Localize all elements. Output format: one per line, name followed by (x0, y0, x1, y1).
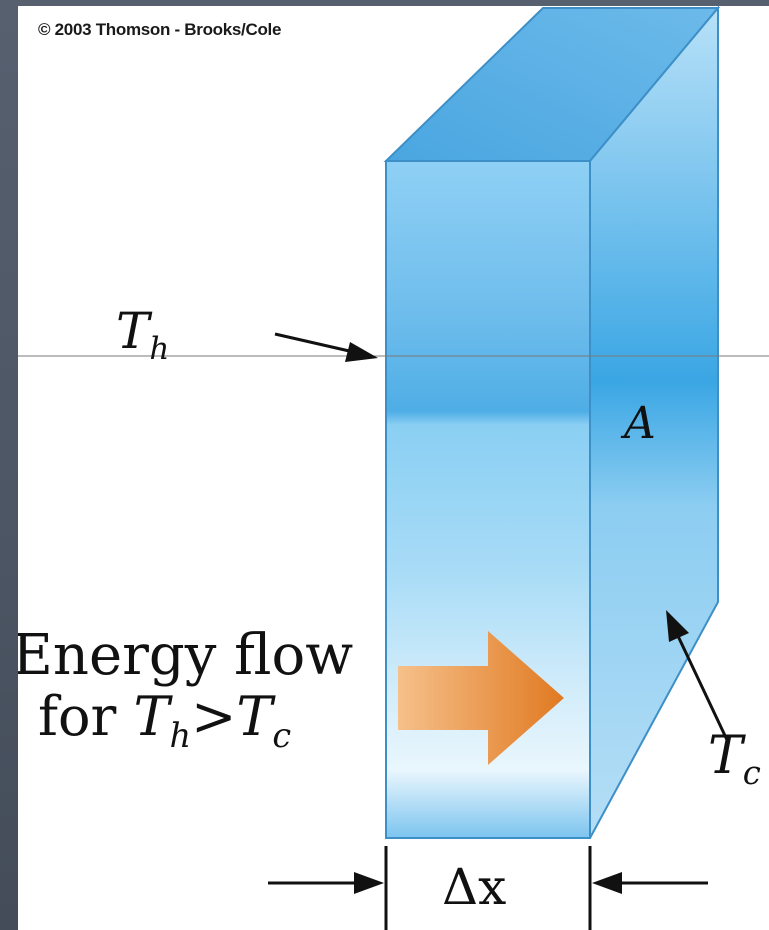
cold-temperature-label: Tc (708, 726, 761, 793)
cold-side-arrow (666, 610, 730, 743)
hot-temperature-label: Th (116, 302, 170, 367)
area-label: A (624, 398, 656, 449)
energy-flow-arrow (398, 631, 564, 765)
slab-diagram (18, 6, 769, 930)
energy-flow-condition: for Th>Tc (38, 685, 292, 755)
thickness-label: Δx (442, 858, 507, 916)
copyright-notice: © 2003 Thomson - Brooks/Cole (38, 20, 282, 39)
thickness-dimension (268, 846, 708, 930)
hot-side-arrow (274, 332, 378, 362)
figure-panel: © 2003 Thomson - Brooks/Cole Th A Tc Ene… (18, 6, 769, 930)
energy-flow-title: Energy flow (18, 623, 354, 688)
